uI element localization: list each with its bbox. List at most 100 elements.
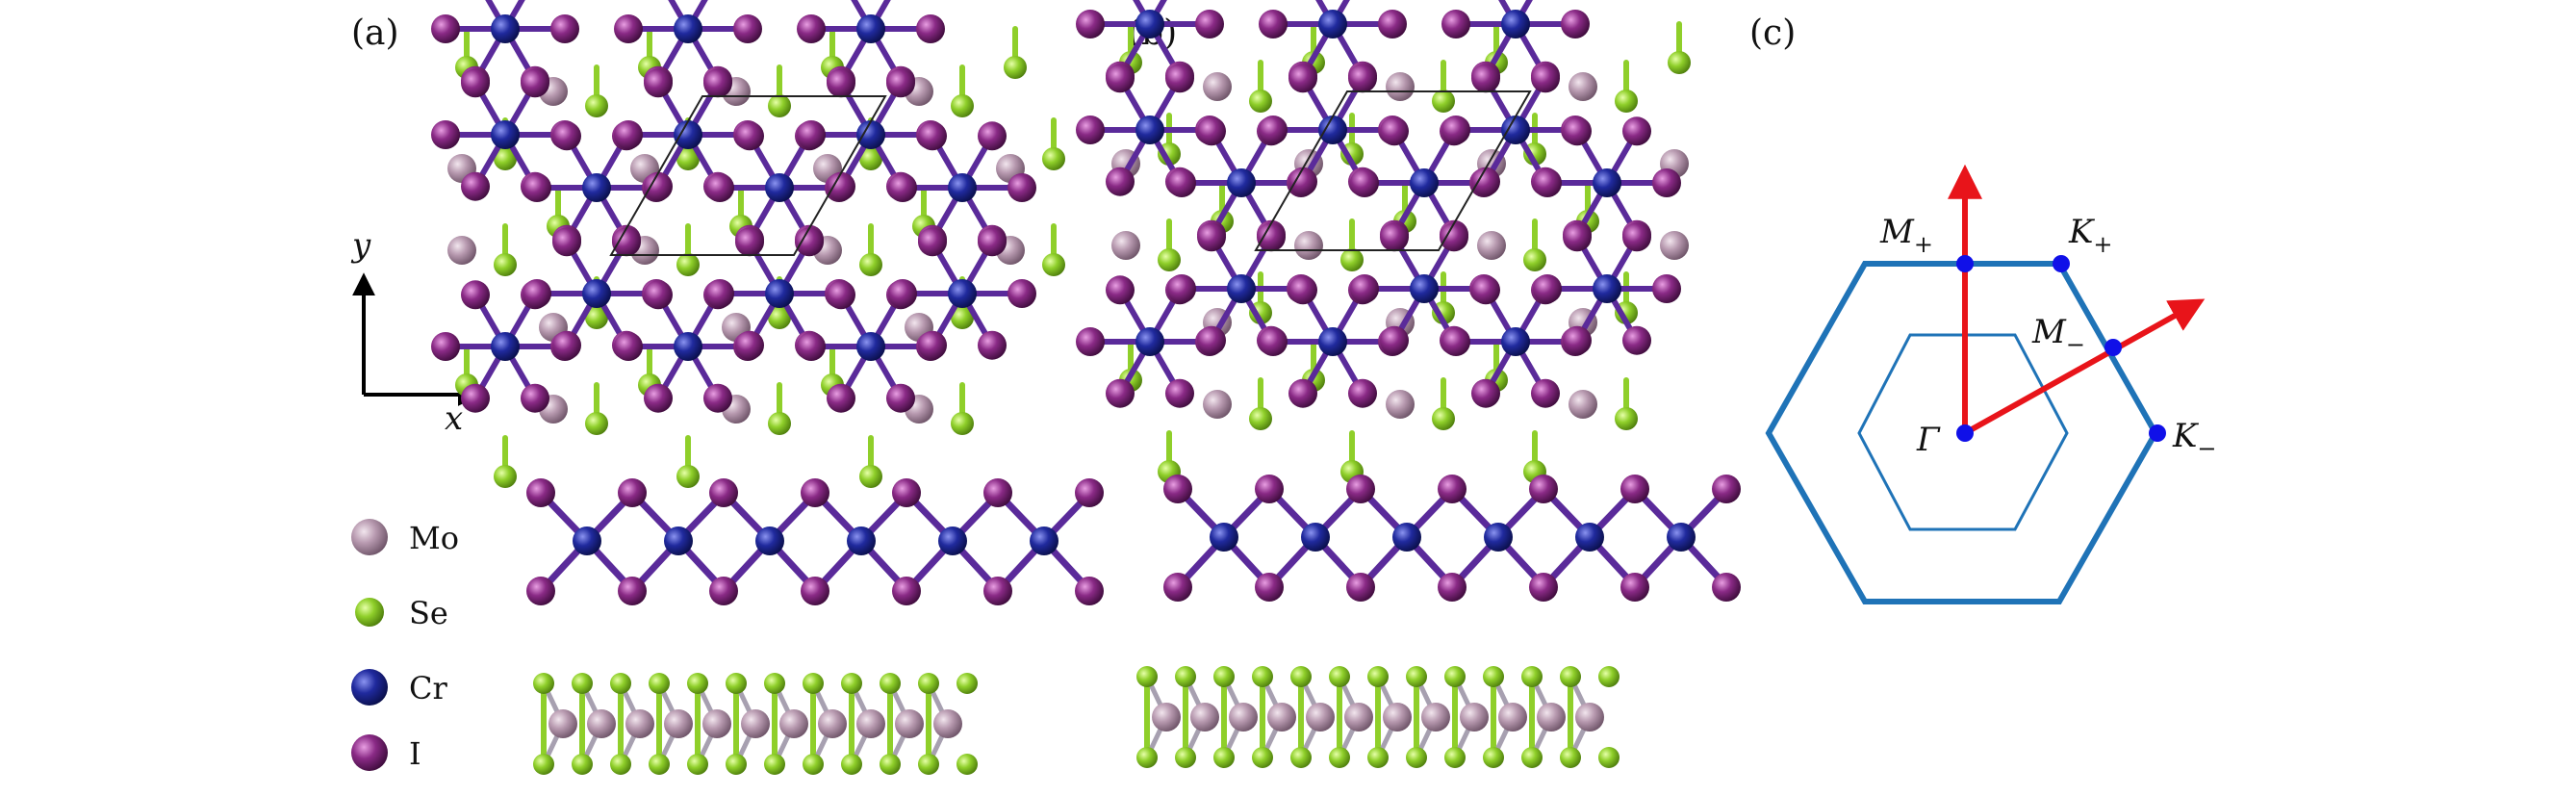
atom-se: [1432, 407, 1455, 430]
atom-se: [1329, 747, 1350, 768]
atom-mo: [1575, 703, 1604, 732]
point-k-minus: [2149, 424, 2166, 442]
atom-se: [1432, 90, 1455, 113]
atom-i: [552, 227, 581, 257]
atom-se: [1521, 666, 1543, 687]
atom-i: [886, 383, 915, 413]
atom-cr: [1318, 116, 1347, 144]
atom-se: [956, 754, 978, 775]
atom-cr: [948, 279, 977, 308]
atom-se: [1290, 666, 1312, 687]
atom-i: [1438, 573, 1467, 602]
atom-i: [526, 478, 555, 507]
structure-a-side-view-cri3: [526, 478, 1104, 605]
structure-a-side-view-mose2: [533, 673, 978, 775]
atom-mo: [1386, 390, 1415, 419]
atom-i: [1441, 10, 1470, 39]
atom-cr: [1318, 327, 1347, 356]
atom-cr: [674, 332, 702, 361]
atom-i: [614, 120, 643, 149]
arrow-gamma-m-minus: [1963, 298, 2206, 436]
atom-se: [1175, 666, 1196, 687]
atom-i: [801, 478, 829, 507]
atom-cr: [491, 120, 520, 149]
atom-i: [1563, 222, 1592, 252]
atom-i: [1529, 475, 1558, 503]
label-m-plus: M+: [1879, 213, 1933, 258]
atom-i: [916, 14, 945, 43]
atom-se: [1560, 666, 1581, 687]
atom-se: [1213, 747, 1235, 768]
atom-cr: [948, 173, 977, 202]
atom-i: [1076, 10, 1105, 39]
atom-i: [709, 577, 738, 605]
atom-i: [1380, 222, 1409, 252]
atom-cr: [573, 526, 601, 555]
atom-i: [978, 330, 1007, 360]
atom-i: [1288, 64, 1317, 93]
atom-se: [1340, 248, 1364, 271]
atom-se: [764, 673, 785, 694]
atom-mo: [1267, 703, 1296, 732]
atom-cr: [1135, 116, 1164, 144]
atom-i: [1712, 573, 1741, 602]
atom-i: [461, 280, 490, 310]
atom-cr: [847, 526, 876, 555]
atom-se: [1444, 666, 1466, 687]
legend-se-swatch: [355, 598, 384, 627]
atom-i: [612, 227, 641, 257]
atom-se: [841, 673, 862, 694]
atom-cr: [755, 526, 784, 555]
atom-i: [644, 280, 673, 310]
atom-cr: [582, 279, 611, 308]
atom-i: [705, 279, 734, 308]
atom-se: [585, 412, 608, 435]
atom-se: [880, 673, 901, 694]
atom-i: [1380, 116, 1409, 146]
atom-se: [1560, 747, 1581, 768]
atom-mo: [741, 709, 770, 738]
atom-se: [1406, 747, 1427, 768]
atom-se: [1598, 666, 1620, 687]
atom-se: [585, 306, 608, 329]
atom-se: [1615, 407, 1638, 430]
atom-i: [618, 478, 647, 507]
point-gamma: [1956, 424, 1974, 442]
atom-mo: [1306, 703, 1335, 732]
y-axis-label: y: [350, 226, 371, 265]
atom-se: [1668, 51, 1691, 74]
atom-i: [1007, 173, 1036, 202]
atom-cr: [1501, 116, 1530, 144]
atom-i: [644, 171, 673, 201]
atom-i: [1622, 116, 1651, 146]
atom-i: [703, 68, 732, 98]
atom-se: [859, 147, 882, 170]
atom-i: [888, 173, 917, 202]
atom-i: [983, 577, 1012, 605]
atom-i: [1288, 378, 1317, 408]
atom-i: [461, 68, 490, 98]
atom-i: [1712, 475, 1741, 503]
atom-cr: [1227, 274, 1256, 303]
atom-se: [1158, 248, 1181, 271]
atom-mo: [1477, 231, 1506, 260]
atom-cr: [1392, 523, 1421, 552]
atom-cr: [1135, 327, 1164, 356]
atom-i: [1350, 274, 1379, 303]
atom-se: [572, 673, 593, 694]
legend-mo-label: Mo: [409, 520, 459, 556]
atom-i: [1197, 325, 1226, 355]
atom-mo: [895, 709, 924, 738]
atom-se: [768, 306, 791, 329]
atom-i: [1563, 325, 1592, 355]
atom-cr: [765, 279, 794, 308]
atom-se: [841, 754, 862, 775]
atom-i: [1620, 475, 1649, 503]
atom-i: [461, 171, 490, 201]
atom-i: [1531, 64, 1560, 93]
atom-cr: [1501, 10, 1530, 39]
atom-mo: [587, 709, 616, 738]
atom-i: [431, 14, 460, 43]
atom-mo: [779, 709, 808, 738]
atom-se: [918, 754, 939, 775]
